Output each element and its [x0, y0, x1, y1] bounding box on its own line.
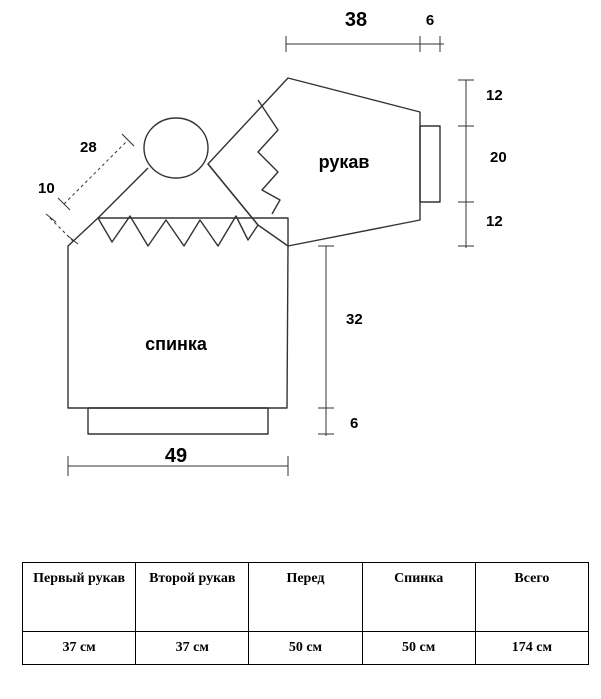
table-header-cell: Всего	[474, 562, 590, 632]
neck-opening	[143, 117, 209, 179]
dim-tick	[121, 133, 135, 147]
table-cell: 37 см	[135, 631, 250, 665]
table-header-cell: Спинка	[361, 562, 476, 632]
table-header-row: Первый рукав Второй рукав Перед Спинка В…	[21, 562, 590, 632]
dim-sleeve-bottom-label: 12	[486, 213, 503, 230]
dim-cuff-length-label: 6	[426, 12, 434, 29]
dim-back-width-label: 49	[165, 445, 187, 467]
table-cell: 50 см	[248, 631, 363, 665]
dim-tick	[45, 213, 57, 223]
sleeve-label: рукав	[319, 152, 370, 172]
table-row: 37 см 37 см 50 см 50 см 174 см	[21, 631, 590, 665]
table-cell: 50 см	[361, 631, 476, 665]
dim-tick	[57, 197, 71, 211]
sleeve-cuff	[419, 125, 441, 203]
back-raglan-left	[97, 167, 149, 219]
sleeve-piece	[207, 77, 421, 247]
dim-sleeve-length-label: 38	[345, 9, 367, 31]
table-header-cell: Второй рукав	[135, 562, 250, 632]
back-zigzag-pattern	[97, 215, 259, 247]
table-header-cell: Перед	[248, 562, 363, 632]
yarn-consumption-table: Первый рукав Второй рукав Перед Спинка В…	[21, 562, 590, 665]
table-header-cell: Первый рукав	[21, 562, 137, 632]
sleeve-zigzag-pattern	[257, 99, 281, 215]
dim-sleeve-top-label: 12	[486, 87, 503, 104]
back-label: спинка	[145, 334, 208, 354]
dim-raglan-label: 28	[80, 139, 97, 156]
back-hem-ribbing	[87, 407, 269, 435]
dim-neck-label: 10	[38, 180, 55, 197]
dim-hem-label: 6	[350, 415, 358, 432]
table-cell: 37 см	[21, 631, 137, 665]
dim-body-height-label: 32	[346, 311, 363, 328]
back-piece	[67, 217, 289, 409]
table-cell: 174 см	[474, 631, 590, 665]
knitting-pattern-diagram: спинка рукав 38 6 12 20 12 28 10 32 6 49	[38, 9, 507, 476]
dim-cuff-width-label: 20	[490, 149, 507, 166]
dim-tick	[67, 235, 79, 245]
